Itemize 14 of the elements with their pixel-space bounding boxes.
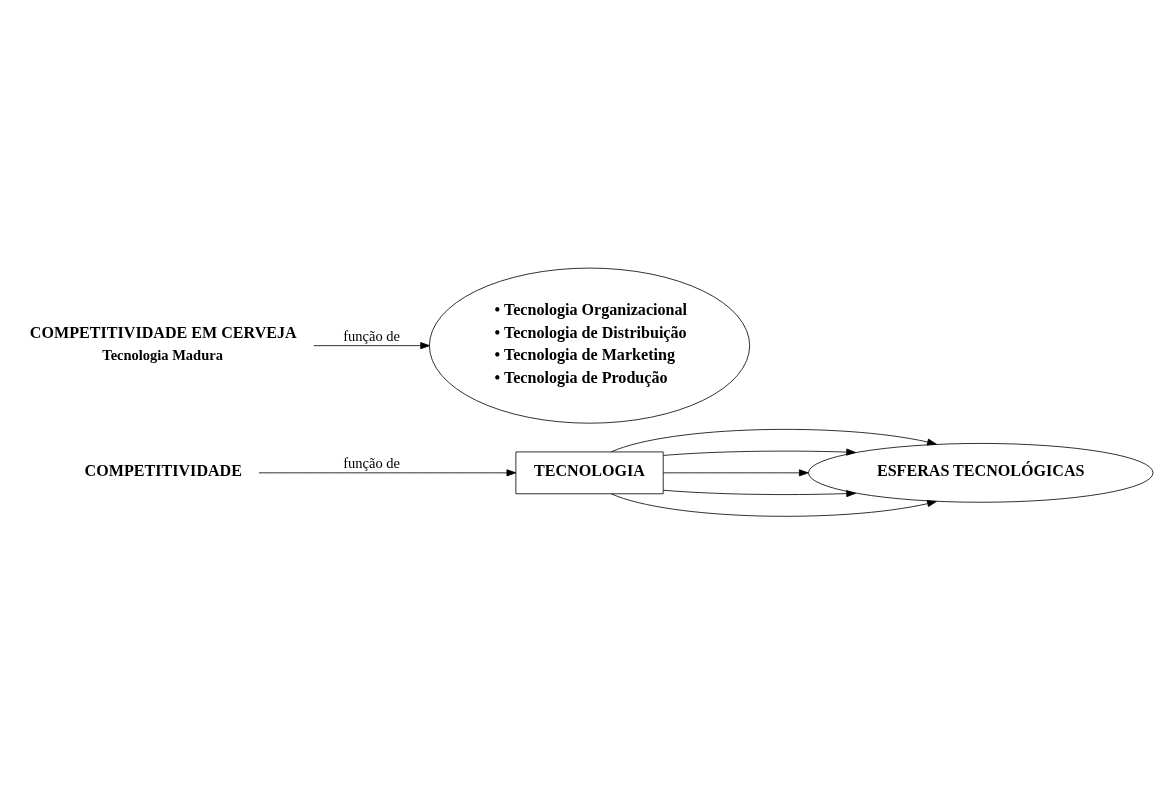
arrow xyxy=(610,428,937,453)
arrow xyxy=(663,448,856,456)
arrow xyxy=(663,469,809,477)
edge-label: função de xyxy=(343,455,400,472)
arrow xyxy=(258,469,517,477)
arrow xyxy=(313,342,430,350)
arrow xyxy=(663,489,856,498)
node-ellipse: ESFERAS TECNOLÓGICAS xyxy=(808,443,1154,503)
arrow xyxy=(610,493,937,517)
node-text: COMPETITIVIDADE EM CERVEJA Tecnologia Madura xyxy=(29,324,297,363)
edge-label: função de xyxy=(343,328,400,345)
node-ellipse: • Tecnologia Organizacional • Tecnologia de Distribuição • Tecnologia de Marketing • Tecnologia de Produção xyxy=(429,267,751,424)
node-box: TECNOLOGIA xyxy=(515,451,664,495)
node-text: COMPETITIVIDADE xyxy=(84,462,243,480)
